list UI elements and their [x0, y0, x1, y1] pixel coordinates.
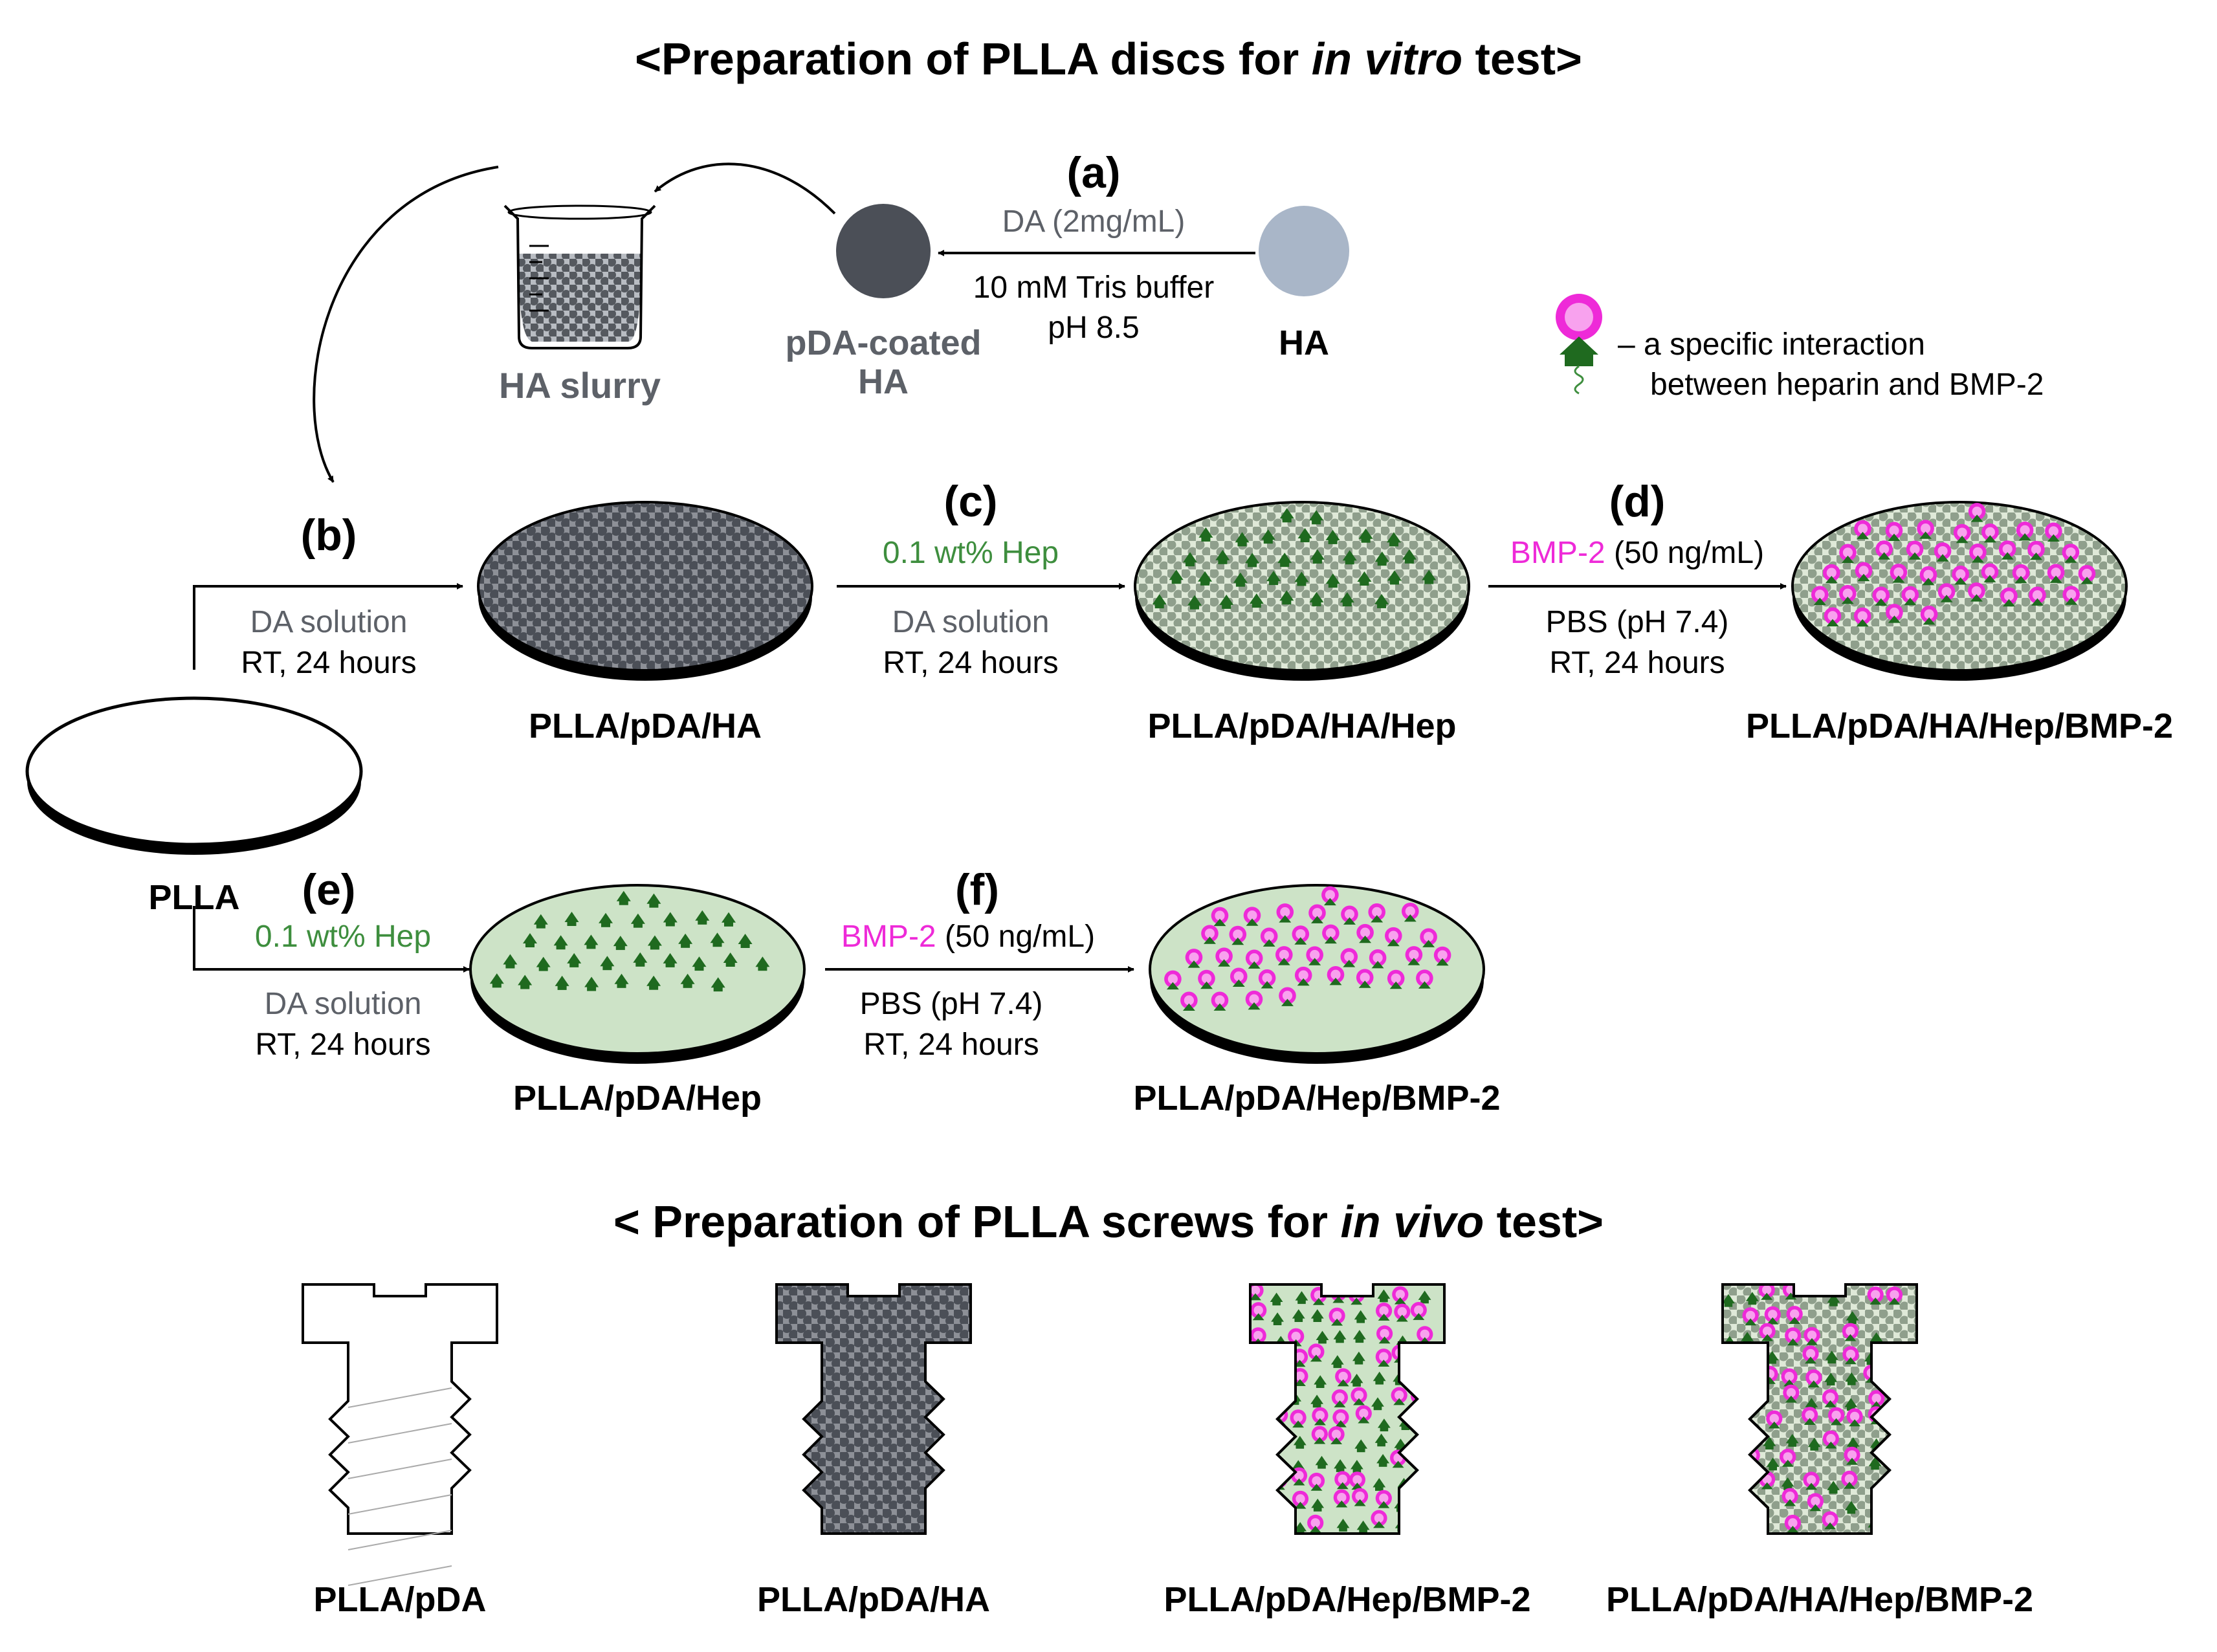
screw-plla-pda-hep-bmp: [1249, 1283, 1446, 1535]
arrow-e: [193, 906, 470, 973]
arrow-to-slurry: [654, 162, 836, 215]
step-b-condition1: DA solution: [250, 605, 408, 639]
step-d-label: (d): [1609, 477, 1666, 526]
ha-label: HA: [1279, 324, 1329, 362]
step-a-buffer: 10 mM Tris buffer: [973, 270, 1215, 305]
legend-bmp-heparin-icon: [1556, 294, 1602, 395]
step-e-label: (e): [302, 865, 355, 914]
step-d-condition1: PBS (pH 7.4): [1546, 605, 1729, 639]
arrow-slurry-to-b: [313, 166, 499, 483]
step-e-condition2: RT, 24 hours: [255, 1028, 430, 1062]
plla-pda-ha-disc: [477, 501, 813, 681]
pda-coated-ha-label-line1: pDA-coated: [785, 324, 981, 362]
plla-pda-hep-label: PLLA/pDA/Hep: [513, 1079, 762, 1118]
plla-pda-ha-hep-disc: [1134, 501, 1470, 681]
step-e-condition1: DA solution: [265, 987, 422, 1021]
step-f-bmp: BMP-2 (50 ng/mL): [841, 920, 1095, 954]
step-b-condition2: RT, 24 hours: [241, 646, 416, 680]
step-f-label: (f): [955, 865, 999, 914]
screw1-label: PLLA/pDA: [314, 1580, 487, 1619]
screw2-label: PLLA/pDA/HA: [757, 1580, 990, 1619]
step-c-label: (c): [943, 477, 997, 526]
step-c-condition2: RT, 24 hours: [883, 646, 1058, 680]
pda-coated-ha-label-line2: HA: [858, 362, 909, 401]
plla-pda-ha-hep-bmp-disc: [1791, 501, 2128, 681]
plla-pda-hep-disc: [469, 884, 806, 1064]
arrow-b: [193, 583, 463, 670]
screw-plla-pda-ha-hep-bmp: [1721, 1283, 1918, 1535]
legend-text-line2: between heparin and BMP-2: [1650, 368, 2044, 402]
plla-pda-hep-bmp-disc: [1149, 884, 1485, 1064]
plla-pda-ha-hep-label: PLLA/pDA/HA/Hep: [1148, 707, 1457, 745]
step-a-reagent: DA (2mg/mL): [1002, 204, 1186, 239]
plla-pda-ha-label: PLLA/pDA/HA: [529, 707, 762, 745]
screw-plla-pda-ha: [775, 1283, 972, 1535]
step-b-label: (b): [301, 511, 357, 560]
pda-coated-ha-particle: [836, 204, 931, 298]
screw4-label: PLLA/pDA/HA/Hep/BMP-2: [1606, 1580, 2033, 1619]
step-f-condition2: RT, 24 hours: [863, 1028, 1039, 1062]
legend-text-line1: – a specific interaction: [1618, 327, 1925, 362]
ha-slurry-label: HA slurry: [499, 365, 661, 406]
screw-plla-pda: [302, 1283, 498, 1586]
beaker-icon: [503, 204, 656, 349]
step-a-ph: pH 8.5: [1048, 311, 1139, 345]
title-in-vitro: <Preparation of PLLA discs for in vitro …: [635, 34, 1582, 84]
ha-particle: [1259, 206, 1349, 296]
plla-pda-ha-hep-bmp-label: PLLA/pDA/HA/Hep/BMP-2: [1746, 707, 2173, 745]
title-in-vivo: < Preparation of PLLA screws for in vivo…: [613, 1196, 1604, 1247]
step-a-label: (a): [1066, 148, 1120, 197]
step-e-hep: 0.1 wt% Hep: [255, 920, 431, 954]
plla-disc: [25, 696, 363, 855]
step-d-bmp: BMP-2 (50 ng/mL): [1510, 536, 1764, 570]
screw3-label: PLLA/pDA/Hep/BMP-2: [1164, 1580, 1531, 1619]
step-c-condition1: DA solution: [892, 605, 1050, 639]
plla-pda-hep-bmp-label: PLLA/pDA/Hep/BMP-2: [1134, 1079, 1501, 1118]
step-f-condition1: PBS (pH 7.4): [860, 987, 1043, 1021]
step-d-condition2: RT, 24 hours: [1549, 646, 1725, 680]
step-c-hep: 0.1 wt% Hep: [883, 536, 1059, 570]
